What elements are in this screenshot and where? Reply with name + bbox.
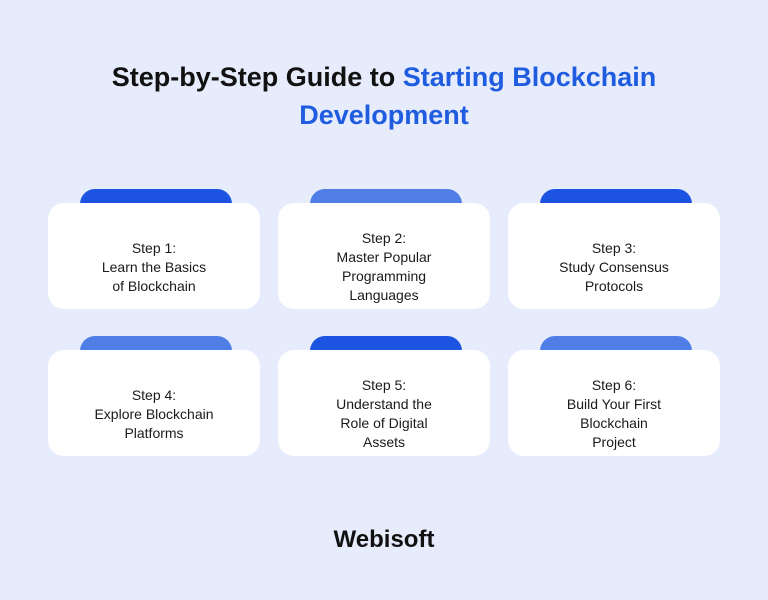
- step-6-card: Step 6: Build Your First Blockchain Proj…: [508, 350, 720, 456]
- title-part-3: Development: [299, 100, 469, 130]
- step-1-text: Step 1: Learn the Basics of Blockchain: [48, 225, 260, 309]
- step-1-card: Step 1: Learn the Basics of Blockchain: [48, 203, 260, 309]
- page-title: Step-by-Step Guide to Starting Blockchai…: [0, 58, 768, 134]
- step-6-line-3: Project: [592, 434, 636, 450]
- step-5-label: Step 5:: [361, 377, 407, 393]
- step-1-line-2: of Blockchain: [112, 277, 196, 294]
- step-3-label: Step 3:: [591, 239, 637, 256]
- step-4-label: Step 4:: [131, 386, 177, 403]
- step-5-line-2: Role of Digital: [340, 415, 428, 431]
- step-6-line-1: Build Your First: [566, 396, 662, 412]
- step-6-label: Step 6:: [591, 377, 637, 393]
- step-2-card: Step 2: Master Popular Programming Langu…: [278, 203, 490, 309]
- title-part-2: Starting Blockchain: [402, 62, 657, 92]
- step-4-card: Step 4: Explore Blockchain Platforms: [48, 350, 260, 456]
- step-5-line-3: Assets: [362, 434, 405, 450]
- step-2-line-3: Languages: [349, 287, 419, 303]
- step-3-line-1: Study Consensus: [559, 258, 669, 275]
- step-4-text: Step 4: Explore Blockchain Platforms: [48, 372, 260, 456]
- step-3-line-2: Protocols: [584, 277, 644, 294]
- step-3-card: Step 3: Study Consensus Protocols: [508, 203, 720, 309]
- step-6-line-2: Blockchain: [580, 415, 648, 431]
- step-3-text: Step 3: Study Consensus Protocols: [508, 225, 720, 309]
- step-2-label: Step 2:: [361, 230, 407, 246]
- step-1-label: Step 1:: [131, 239, 177, 256]
- step-4-line-1: Explore Blockchain: [94, 405, 214, 422]
- step-2-line-1: Master Popular: [336, 249, 432, 265]
- step-5-line-1: Understand the: [336, 396, 432, 412]
- title-part-1: Step-by-Step Guide to: [111, 62, 403, 92]
- step-2-text: Step 2: Master Popular Programming Langu…: [278, 225, 490, 309]
- step-4-line-2: Platforms: [124, 424, 184, 441]
- step-5-card: Step 5: Understand the Role of Digital A…: [278, 350, 490, 456]
- step-6-text: Step 6: Build Your First Blockchain Proj…: [508, 372, 720, 456]
- step-2-line-2: Programming: [341, 268, 427, 284]
- step-1-line-1: Learn the Basics: [101, 258, 207, 275]
- brand-logo-text: Webisoft: [333, 526, 435, 553]
- step-5-text: Step 5: Understand the Role of Digital A…: [278, 372, 490, 456]
